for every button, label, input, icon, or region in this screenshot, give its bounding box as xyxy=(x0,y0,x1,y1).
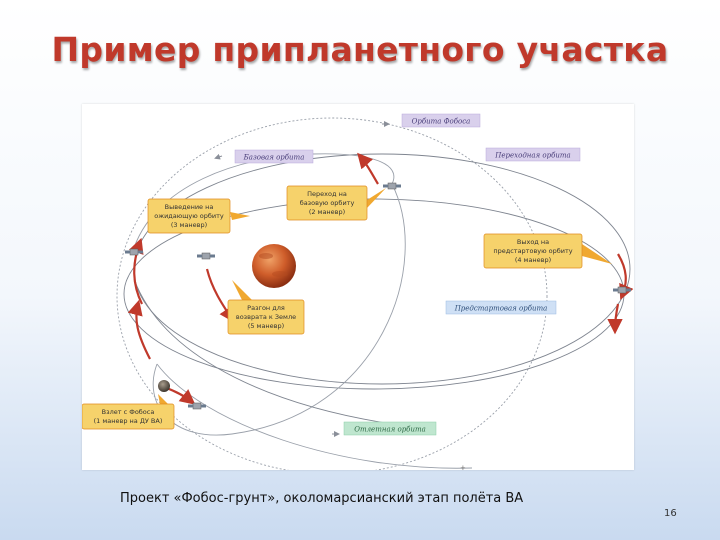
maneuver-3b-arrow xyxy=(127,299,151,360)
maneuver-3-arrow xyxy=(129,237,144,305)
spacecraft-icon xyxy=(383,182,401,190)
orbit-label-prelaunch: Предстартовая орбита xyxy=(454,305,548,313)
callout-return-line2: возврата к Земле xyxy=(236,313,296,321)
orbit-diagram: + xyxy=(82,104,634,470)
callout-prelaunch-line3: (4 маневр) xyxy=(515,256,551,264)
maneuver-4b-arrow xyxy=(607,303,623,335)
slide-title: Пример припланетного участка xyxy=(51,30,669,69)
orbit-label-phobos: Орбита Фобоса xyxy=(412,118,471,126)
orbit-label-transfer: Переходная орбита xyxy=(494,152,570,160)
label-prelaunch-orbit: Предстартовая орбита xyxy=(445,300,557,315)
orbit-direction-arrow xyxy=(214,153,223,160)
callout-waiting-line2: ожидающую орбиту xyxy=(154,212,224,220)
label-transfer-orbit: Переходная орбита xyxy=(485,147,581,162)
page-number: 16 xyxy=(664,508,677,519)
maneuver-2-arrow xyxy=(357,152,379,185)
callout-return-line1: Разгон для xyxy=(247,304,285,312)
spacecraft-icon xyxy=(125,248,143,256)
slide-caption: Проект «Фобос-грунт», околомарсианский э… xyxy=(120,491,524,506)
phobos-orbit xyxy=(116,117,548,470)
callout-base-line3: (2 маневр) xyxy=(309,208,345,216)
callout-phobos-launch: Взлет с Фобоса (1 маневр на ДУ ВА) xyxy=(82,394,175,430)
orbit-end-mark: + xyxy=(460,464,466,470)
transfer-orbit xyxy=(133,153,631,385)
callout-waiting-orbit: Выведение на ожидающую орбиту (3 маневр) xyxy=(147,198,250,234)
label-departure-orbit: Отлетная орбита xyxy=(343,421,437,436)
callout-return-line3: (5 маневр) xyxy=(248,322,284,330)
callout-prelaunch-line2: предстартовую орбиту xyxy=(493,247,572,255)
orbit-label-base: Базовая орбита xyxy=(243,154,305,162)
callout-waiting-line1: Выведение на xyxy=(165,203,214,211)
callout-phobos-line2: (1 маневр на ДУ ВА) xyxy=(94,417,163,425)
lower-trajectory xyxy=(156,363,473,469)
label-base-orbit: Базовая орбита xyxy=(234,149,314,164)
callout-earth-return: Разгон для возврата к Земле (5 маневр) xyxy=(227,280,305,335)
callout-prelaunch-exit: Выход на предстартовую орбиту (4 маневр) xyxy=(483,233,612,269)
spacecraft-icon xyxy=(613,286,631,294)
callout-prelaunch-line1: Выход на xyxy=(517,238,549,246)
callout-phobos-line1: Взлет с Фобоса xyxy=(102,408,155,416)
callout-base-transfer: Переход на базовую орбиту (2 маневр) xyxy=(286,185,386,221)
mars-planet xyxy=(252,244,296,288)
orbit-label-departure: Отлетная орбита xyxy=(354,426,426,434)
callout-waiting-line3: (3 маневр) xyxy=(171,221,207,229)
spacecraft-icon xyxy=(197,252,215,260)
phobos-moon xyxy=(158,380,170,392)
departure-arc xyxy=(133,278,393,425)
label-phobos-orbit: Орбита Фобоса xyxy=(401,113,481,128)
callout-base-line2: базовую орбиту xyxy=(300,199,355,207)
spacecraft-icon xyxy=(188,402,206,410)
callout-base-line1: Переход на xyxy=(307,190,347,198)
orbit-diagram-svg: + xyxy=(82,113,634,470)
